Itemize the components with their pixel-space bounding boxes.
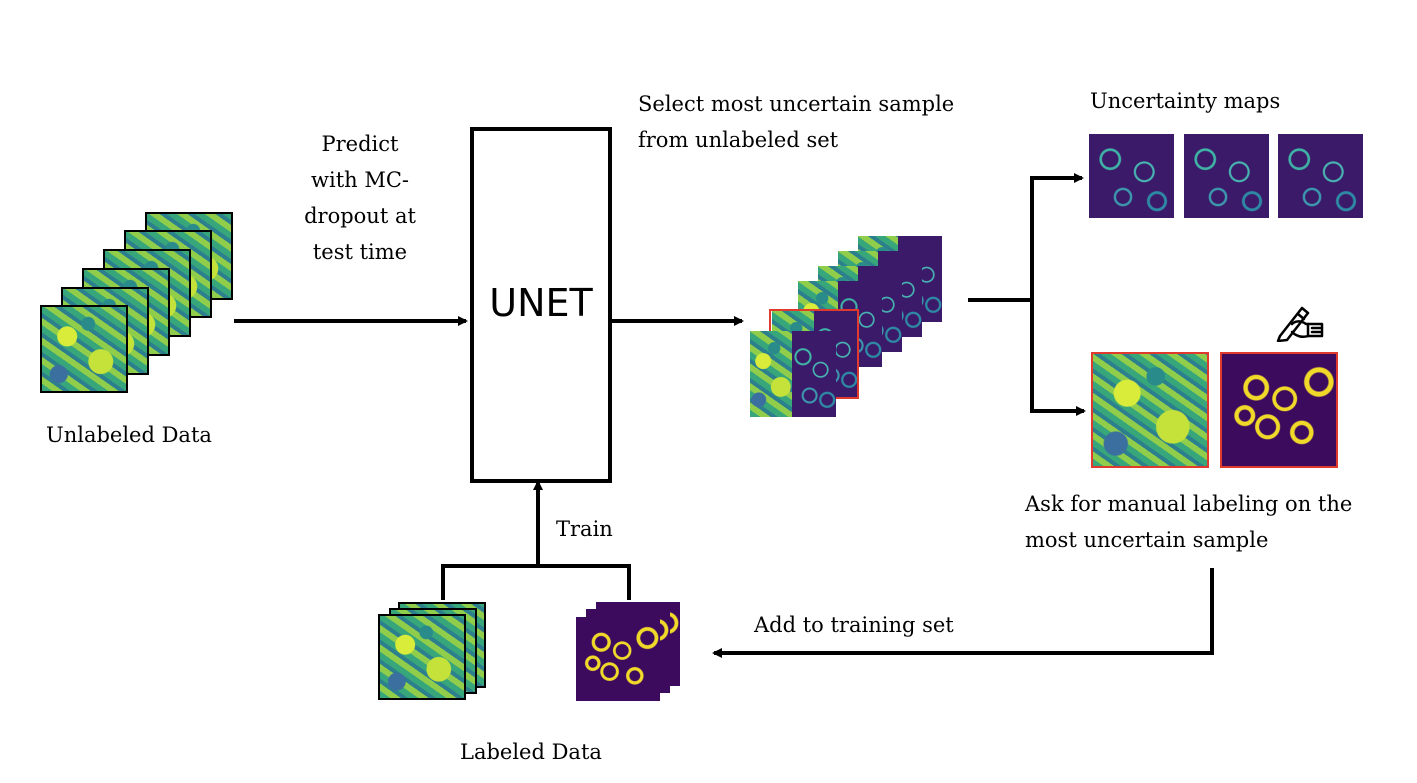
labeled-data-label: Labeled Data — [460, 740, 602, 764]
labeled-mask — [576, 617, 660, 701]
predict-line-1: Predict — [321, 132, 399, 156]
ask-line-1: Ask for manual labeling on the — [1025, 492, 1353, 516]
predict-line-3: dropout at — [304, 204, 416, 228]
predict-caption: Predict with MC- dropout at test time — [300, 126, 420, 270]
prediction-uncertainty — [792, 331, 836, 417]
unet-model-box: UNET — [470, 127, 612, 483]
uncertainty-map — [1184, 134, 1269, 218]
uncertainty-maps-label: Uncertainty maps — [1090, 89, 1281, 113]
unet-label: UNET — [489, 281, 593, 325]
unlabeled-image — [40, 305, 128, 393]
train-connector — [441, 482, 631, 600]
branch-connector — [968, 178, 1034, 411]
labeled-image — [378, 614, 466, 700]
ask-caption: Ask for manual labeling on the most unce… — [1025, 486, 1352, 558]
hand-writing-pen-icon — [1276, 306, 1324, 342]
unlabeled-data-label: Unlabeled Data — [46, 423, 212, 447]
ask-line-2: most uncertain sample — [1025, 528, 1269, 552]
uncertainty-map — [1089, 134, 1174, 218]
add-to-training-connector — [712, 568, 1214, 658]
select-caption: Select most uncertain sample from unlabe… — [638, 86, 954, 158]
predict-line-4: test time — [312, 240, 408, 264]
train-label: Train — [556, 517, 613, 541]
predict-line-2: with MC- — [311, 168, 409, 192]
prediction-image — [750, 331, 794, 417]
add-to-training-label: Add to training set — [754, 613, 954, 637]
select-line-2: from unlabeled set — [638, 128, 839, 152]
selected-sample-image — [1091, 352, 1209, 468]
uncertainty-map — [1278, 134, 1363, 218]
selected-sample-mask — [1220, 352, 1338, 468]
select-line-1: Select most uncertain sample — [638, 92, 955, 116]
